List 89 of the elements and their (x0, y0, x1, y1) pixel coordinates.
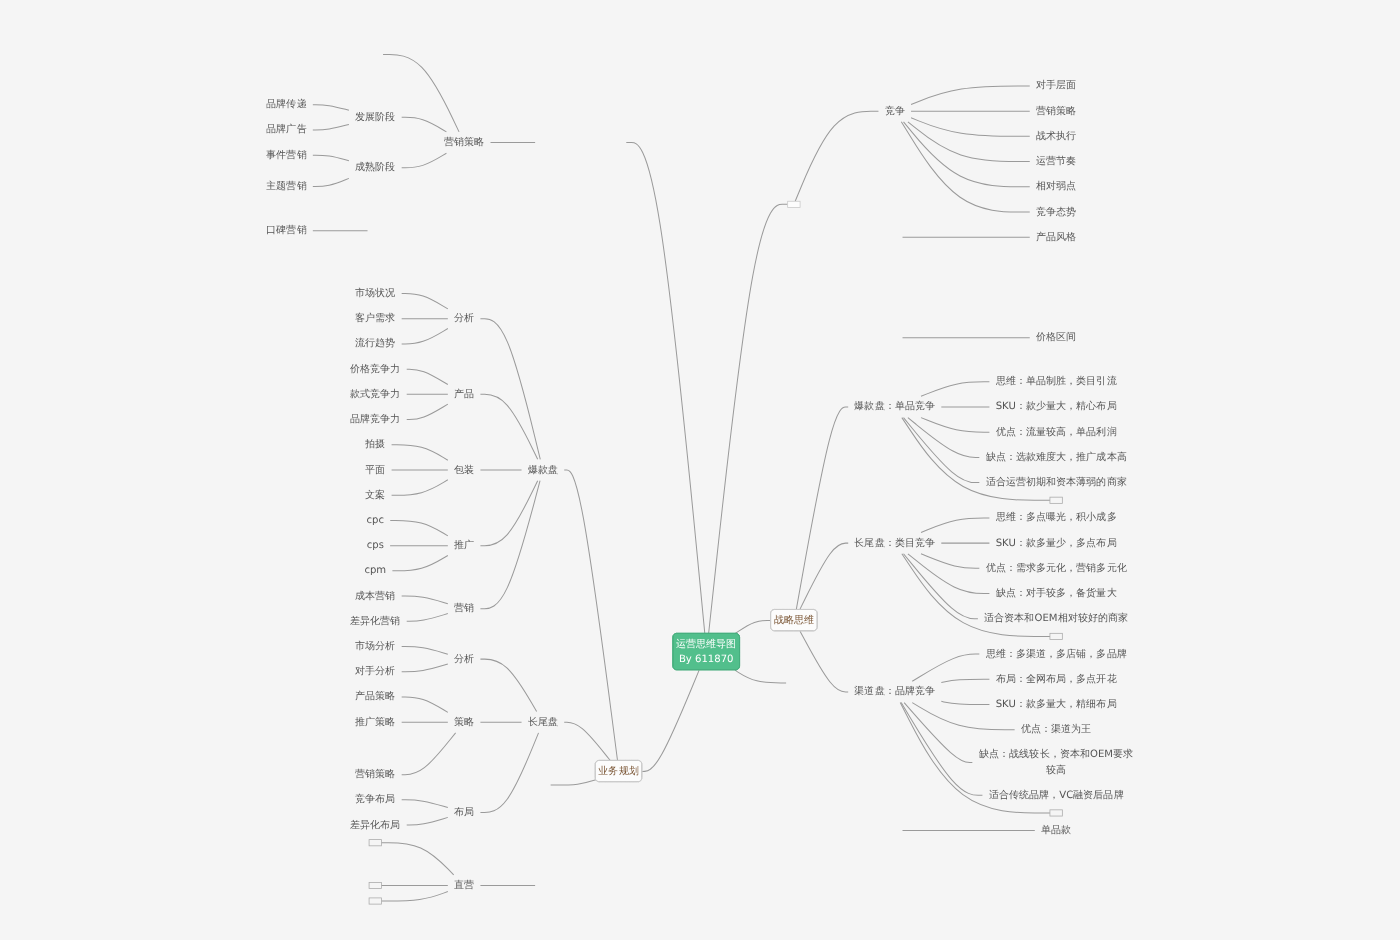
connector (920, 517, 990, 533)
connector (479, 885, 536, 886)
connector (406, 368, 449, 386)
connector (401, 116, 447, 133)
connector (401, 696, 449, 713)
node-box (368, 897, 382, 905)
connector (401, 799, 449, 809)
connector (401, 318, 449, 320)
connector (479, 480, 539, 547)
connector (381, 842, 455, 876)
connector (940, 406, 990, 408)
node-box (368, 882, 382, 889)
connector (401, 152, 447, 169)
connector (907, 417, 980, 458)
connector (907, 553, 990, 595)
connector (479, 721, 523, 723)
connector (401, 646, 449, 655)
connector (920, 417, 990, 433)
connector (382, 54, 460, 133)
connector (490, 142, 536, 144)
connector (940, 542, 990, 544)
connector (902, 830, 1036, 832)
connector (406, 613, 449, 622)
connector (794, 110, 879, 202)
connector (903, 553, 979, 620)
connector (563, 469, 619, 762)
connector (907, 121, 1031, 163)
connector (940, 700, 990, 706)
connector (401, 721, 449, 723)
connector (479, 480, 541, 610)
connector (911, 702, 1016, 731)
connector (795, 406, 849, 611)
connector (479, 469, 523, 471)
connector (391, 469, 449, 471)
connector (903, 121, 1031, 188)
connector (910, 85, 1031, 106)
node-box (1049, 496, 1063, 504)
connector (401, 663, 449, 673)
connector (391, 444, 449, 461)
connector (901, 553, 1051, 637)
connector (406, 816, 449, 826)
connector (479, 732, 540, 813)
connector (625, 142, 706, 635)
connector (550, 779, 597, 786)
node-box (1049, 809, 1063, 817)
connector (312, 104, 350, 111)
connector (903, 702, 973, 763)
connector (799, 542, 849, 611)
connector (708, 203, 789, 635)
connector (401, 328, 449, 345)
connector (900, 702, 983, 796)
connector (406, 393, 449, 395)
connector (641, 669, 700, 772)
connector (563, 721, 611, 762)
connector (910, 110, 1031, 112)
connector (401, 732, 457, 776)
connector (920, 381, 990, 397)
connector (312, 177, 350, 188)
node-box (368, 839, 382, 847)
connector (940, 678, 990, 683)
connector (479, 393, 539, 460)
connector (406, 403, 449, 421)
connector (920, 553, 980, 569)
connector (902, 337, 1031, 339)
connector (391, 479, 449, 496)
connector (312, 230, 369, 232)
connector (312, 154, 350, 162)
connector (899, 702, 1051, 814)
connector (381, 885, 449, 886)
connector (900, 121, 1031, 213)
connector (401, 595, 449, 605)
connector (312, 123, 350, 131)
connector (389, 519, 449, 537)
node-box (787, 200, 801, 208)
connector (401, 292, 449, 310)
connector (910, 117, 1031, 137)
connector (479, 658, 538, 712)
connector (381, 891, 449, 902)
connector (799, 630, 849, 693)
connector (734, 669, 787, 684)
connector (902, 236, 1031, 238)
connector (901, 417, 1051, 501)
connector (911, 653, 980, 682)
connector (479, 318, 541, 460)
connector (734, 619, 772, 635)
connector (903, 417, 980, 484)
node-box (1049, 632, 1063, 640)
connector (391, 554, 449, 572)
connector (389, 545, 449, 547)
